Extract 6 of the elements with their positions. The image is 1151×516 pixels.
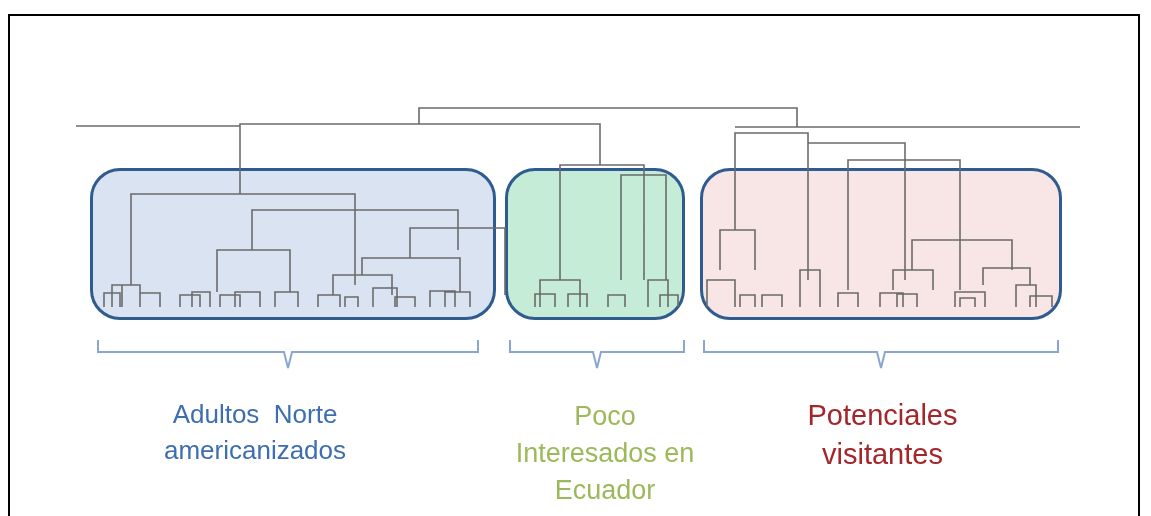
cluster-box bbox=[700, 168, 1062, 320]
cluster-box bbox=[90, 168, 496, 320]
group-label: Poco Interesados en Ecuador bbox=[514, 400, 696, 507]
cluster-box bbox=[505, 168, 685, 320]
group-label: Adultos Norte americanizados bbox=[162, 398, 348, 467]
group-label: Potenciales visitantes bbox=[806, 398, 959, 472]
